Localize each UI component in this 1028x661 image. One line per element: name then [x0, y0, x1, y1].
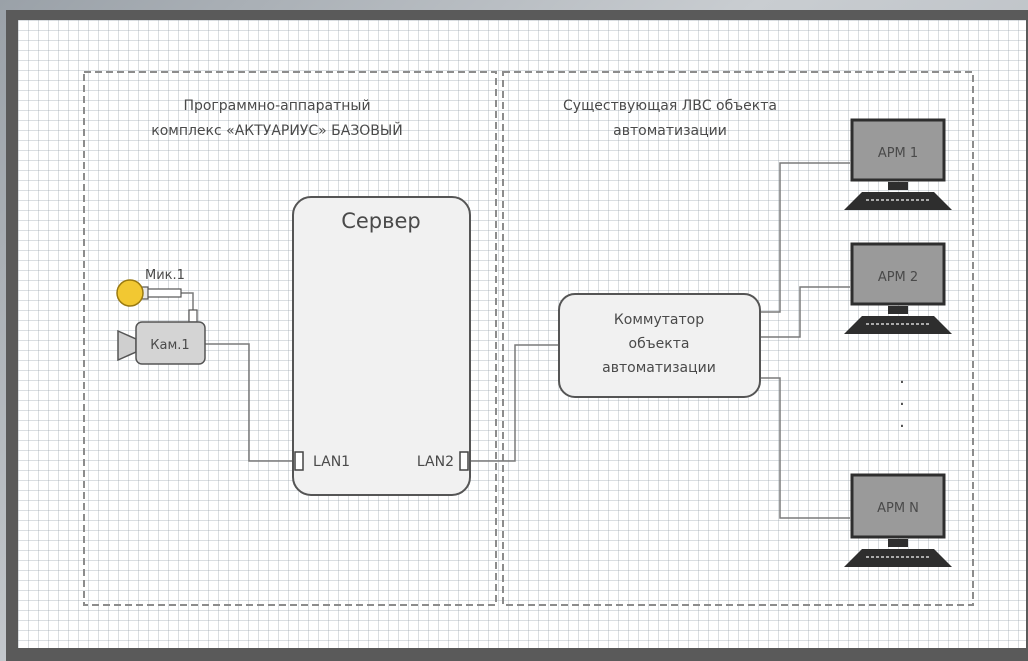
- workstation-1-label: АРМ 1: [878, 146, 918, 161]
- workstation-n-label: АРМ N: [877, 501, 919, 516]
- link-switch-apmN: [760, 377, 850, 519]
- group-box-lan: [502, 71, 974, 606]
- link-lan2-switch: [470, 344, 560, 462]
- camera-label: Кам.1: [150, 338, 189, 353]
- group-title-lan-line1: Существующая ЛВС объекта: [563, 98, 777, 114]
- lan1-label: LAN1: [313, 454, 350, 470]
- switch-label-line3: автоматизации: [602, 360, 716, 376]
- workstation-n: [844, 473, 952, 567]
- mic-label: Мик.1: [145, 268, 185, 283]
- monitor-icon: [850, 242, 946, 306]
- workstation-1: [844, 118, 952, 210]
- group-box-complex: [83, 71, 497, 606]
- ellipsis-dot: ·: [899, 416, 905, 437]
- link-switch-apm2: [760, 286, 850, 338]
- server-box: [292, 196, 471, 496]
- switch-label-line1: Коммутатор: [614, 312, 704, 328]
- server-title: Сервер: [341, 209, 421, 233]
- microphone-icon: [116, 279, 198, 323]
- monitor-icon: [850, 118, 946, 182]
- link-switch-apm1: [760, 162, 850, 313]
- link-camera-lan1: [205, 343, 295, 462]
- lan1-port: [294, 451, 304, 471]
- ellipsis-dot: ·: [899, 394, 905, 415]
- group-title-lan-line2: автоматизации: [613, 123, 727, 139]
- ellipsis-dot: ·: [899, 372, 905, 393]
- group-title-complex-line1: Программно-аппаратный: [183, 98, 370, 114]
- switch-label-line2: объекта: [629, 336, 690, 352]
- switch-box: [558, 293, 761, 398]
- workstation-2: [844, 242, 952, 334]
- monitor-icon: [850, 473, 946, 539]
- lan2-label: LAN2: [417, 454, 454, 470]
- connection-lines: [180, 162, 850, 519]
- link-mic-camera: [180, 292, 194, 312]
- camera-icon: [117, 321, 206, 365]
- lan2-port: [459, 451, 469, 471]
- workstation-2-label: АРМ 2: [878, 270, 918, 285]
- group-title-complex-line2: комплекс «АКТУАРИУС» БАЗОВЫЙ: [151, 121, 403, 139]
